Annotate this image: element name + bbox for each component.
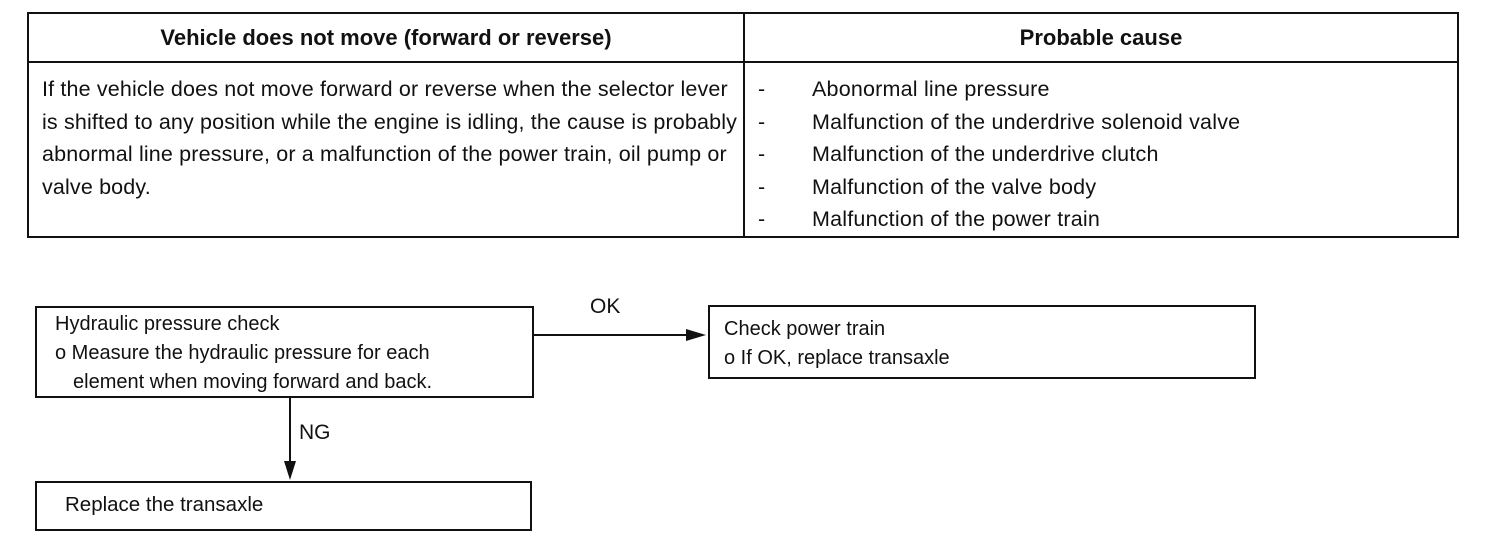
hydraulic-box-title: Hydraulic pressure check <box>55 313 280 335</box>
cause-item: - Malfunction of the valve body <box>745 171 1240 204</box>
power-box-step: o If OK, replace transaxle <box>724 347 950 369</box>
cause-text: Abonormal line pressure <box>812 77 1050 101</box>
column-divider <box>743 14 745 236</box>
cause-text: Malfunction of the valve body <box>812 174 1097 199</box>
check-power-train-box: Check power train o If OK, replace trans… <box>708 305 1256 379</box>
replace-box-title: Replace the transaxle <box>65 493 264 516</box>
hydraulic-pressure-check-box: Hydraulic pressure check o Measure the h… <box>35 306 534 398</box>
hydraulic-box-step: o Measure the hydraulic pressure for eac… <box>55 342 430 364</box>
replace-transaxle-box: Replace the transaxle <box>35 481 532 531</box>
cause-item: - Malfunction of the underdrive solenoid… <box>745 106 1240 139</box>
power-box-title: Check power train <box>724 318 886 340</box>
ok-arrowhead-icon <box>686 329 706 341</box>
cause-text: Malfunction of the underdrive clutch <box>812 142 1159 166</box>
cause-item: - Abonormal line pressure <box>745 73 1240 106</box>
dash-bullet: - <box>758 207 766 231</box>
cause-text: Malfunction of the power train <box>812 207 1101 231</box>
cause-item: - Malfunction of the power train <box>745 203 1240 236</box>
dash-bullet: - <box>758 174 766 199</box>
dash-bullet: - <box>758 109 766 134</box>
symptom-description: If the vehicle does not move forward or … <box>42 77 738 199</box>
header-divider <box>29 61 1457 63</box>
cause-item: - Malfunction of the underdrive clutch <box>745 138 1240 171</box>
ng-arrowhead-icon <box>284 461 296 480</box>
cause-text: Malfunction of the underdrive solenoid v… <box>812 109 1241 134</box>
symptom-table: Vehicle does not move (forward or revers… <box>27 12 1459 238</box>
ng-label: NG <box>299 421 331 444</box>
table-header-cause: Probable cause <box>1019 25 1183 50</box>
ok-label: OK <box>590 295 621 318</box>
table-header-symptom: Vehicle does not move (forward or revers… <box>160 25 612 50</box>
hydraulic-box-step-cont: element when moving forward and back. <box>73 371 433 393</box>
probable-cause-list: - Abonormal line pressure - Malfunction … <box>745 73 1240 236</box>
dash-bullet: - <box>758 142 766 166</box>
dash-bullet: - <box>758 77 766 101</box>
